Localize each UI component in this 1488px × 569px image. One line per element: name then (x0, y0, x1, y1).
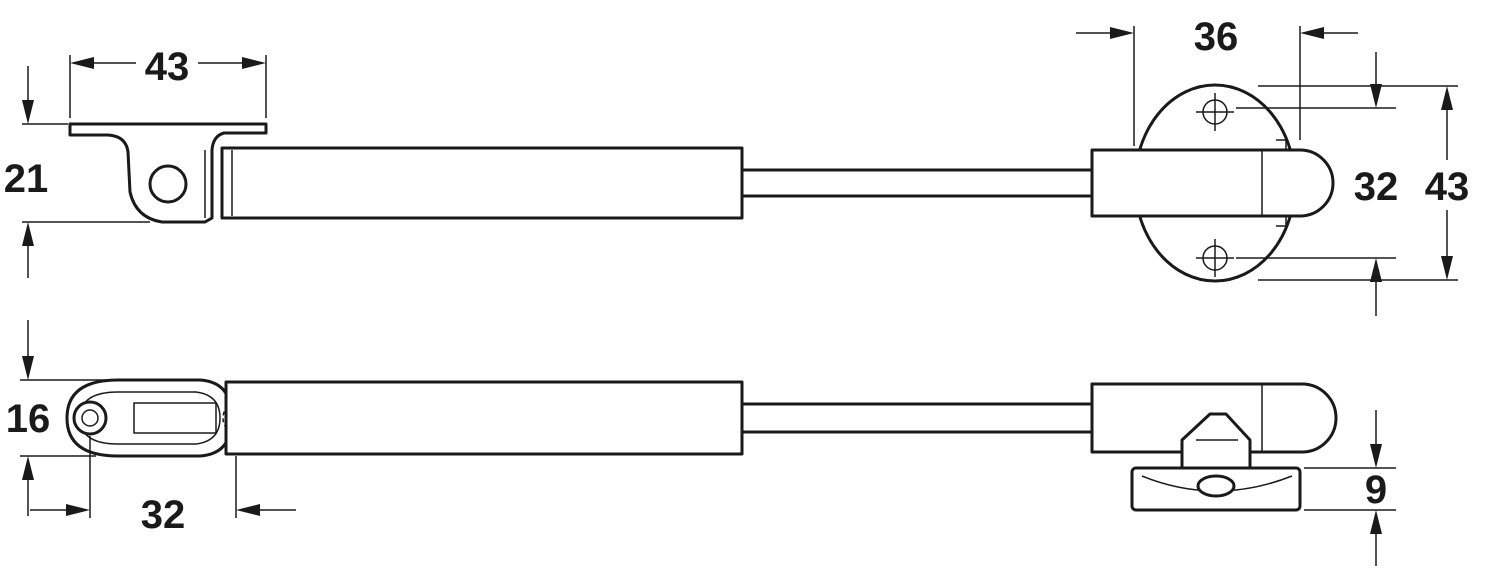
dim-label: 32 (1354, 165, 1399, 209)
dim-label: 32 (141, 493, 186, 537)
dim-bracket-height: 9 (1304, 410, 1396, 566)
end-bracket (1130, 412, 1302, 512)
dim-label: 43 (145, 45, 190, 89)
eye-hole (72, 400, 108, 436)
dim-label: 9 (1365, 468, 1387, 512)
dim-end-fitting-width: 36 (1076, 15, 1358, 146)
bracket-pivot-hole (148, 164, 188, 204)
piston-rod (740, 168, 1094, 198)
dim-label: 36 (1194, 15, 1239, 59)
cylinder-body (220, 146, 744, 220)
dim-end-fitting-outer-height: 43 (1258, 85, 1470, 281)
dim-label: 21 (4, 157, 49, 201)
side-view: 16 32 9 (6, 320, 1396, 566)
dim-top-mount-height: 21 (4, 66, 150, 278)
dim-label: 43 (1425, 165, 1470, 209)
cylinder-body-side (224, 380, 744, 456)
end-fitting (1090, 148, 1335, 218)
dim-eye-height: 16 (6, 320, 114, 457)
left-mounting-bracket (68, 122, 268, 224)
dim-label: 16 (6, 397, 51, 441)
dim-top-mount-width: 43 (69, 45, 267, 118)
dim-end-fitting-inner-height: 32 (1236, 52, 1398, 316)
top-view: 43 21 36 (4, 15, 1470, 316)
eye-end-fitting (65, 378, 258, 458)
dim-eye-length: 32 (22, 436, 296, 537)
piston-rod-side (740, 402, 1094, 434)
